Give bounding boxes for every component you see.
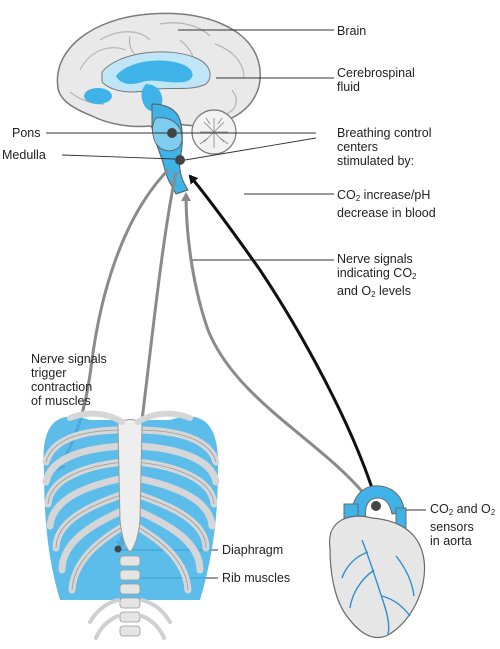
aorta-sensor-dot	[371, 501, 381, 511]
label-brain: Brain	[337, 24, 367, 38]
pons-dot	[167, 128, 177, 138]
heart-illustration	[329, 485, 426, 639]
label-rib-muscles: Rib muscles	[222, 571, 291, 585]
ribcage-illustration	[42, 410, 220, 640]
brain-illustration	[56, 12, 261, 195]
label-pons: Pons	[12, 126, 41, 140]
label-diaphragm: Diaphragm	[222, 543, 284, 557]
diaphragm-dot	[114, 545, 122, 553]
cerebellum	[191, 109, 237, 155]
medulla-dot	[175, 155, 185, 165]
label-medulla: Medulla	[2, 148, 46, 162]
